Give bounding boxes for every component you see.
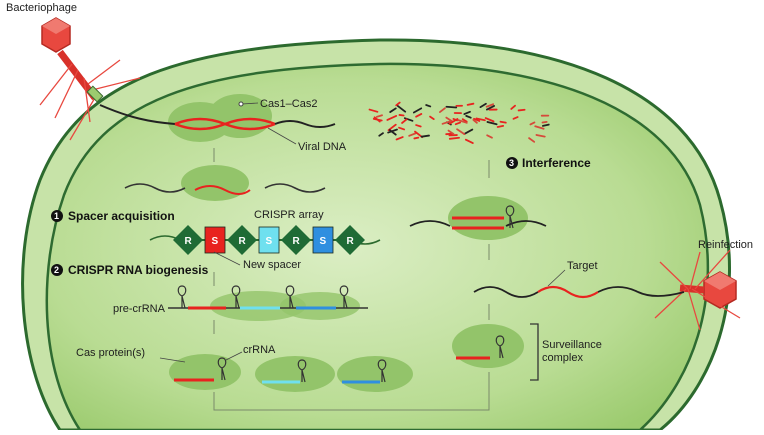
dna-fragment <box>500 122 505 123</box>
label-new-spacer: New spacer <box>243 259 301 271</box>
cas-complex-acquisition <box>181 165 249 201</box>
label-crrna: crRNA <box>243 344 276 356</box>
dna-fragment <box>468 104 474 105</box>
step-2-label: CRISPR RNA biogenesis <box>68 263 209 277</box>
array-unit-label-2: R <box>239 236 247 247</box>
cas-protein-crrna-cyan <box>255 356 335 392</box>
array-unit-label-0: R <box>185 236 193 247</box>
label-bacteriophage: Bacteriophage <box>6 2 77 14</box>
step-3-label: Interference <box>522 156 591 170</box>
label-reinfection: Reinfection <box>698 239 753 251</box>
label-cas-proteins: Cas protein(s) <box>76 347 145 359</box>
dna-fragment <box>422 136 430 137</box>
array-unit-label-3: S <box>266 236 273 247</box>
surveillance-complex-protein <box>452 324 524 368</box>
label-surveillance-line1: Surveillance <box>542 339 602 351</box>
label-crispr-array: CRISPR array <box>254 209 324 221</box>
dna-fragment <box>450 138 459 139</box>
label-surveillance-line2: complex <box>542 352 583 364</box>
label-target: Target <box>567 260 598 272</box>
array-unit-label-6: R <box>347 236 355 247</box>
dna-fragment <box>519 110 525 111</box>
dna-fragment <box>399 115 403 116</box>
array-unit-label-1: S <box>212 236 219 247</box>
step-2-number: 2 <box>54 265 59 275</box>
step-3-number: 3 <box>509 158 514 168</box>
dna-fragment <box>414 138 418 139</box>
array-unit-label-4: R <box>293 236 301 247</box>
dna-fragment <box>446 107 456 108</box>
array-unit-label-5: S <box>320 236 327 247</box>
step-1-label: Spacer acquisition <box>68 209 175 223</box>
dna-fragment <box>543 122 547 123</box>
label-cas1-cas2: Cas1–Cas2 <box>260 98 317 110</box>
step-1-number: 1 <box>54 211 59 221</box>
dna-fragment <box>498 126 503 127</box>
cas-protein-crrna-red <box>169 354 241 390</box>
label-pre-crrna: pre-crRNA <box>113 303 166 315</box>
cas-protein-crrna-blue <box>337 356 413 392</box>
label-viral-dna: Viral DNA <box>298 141 347 153</box>
